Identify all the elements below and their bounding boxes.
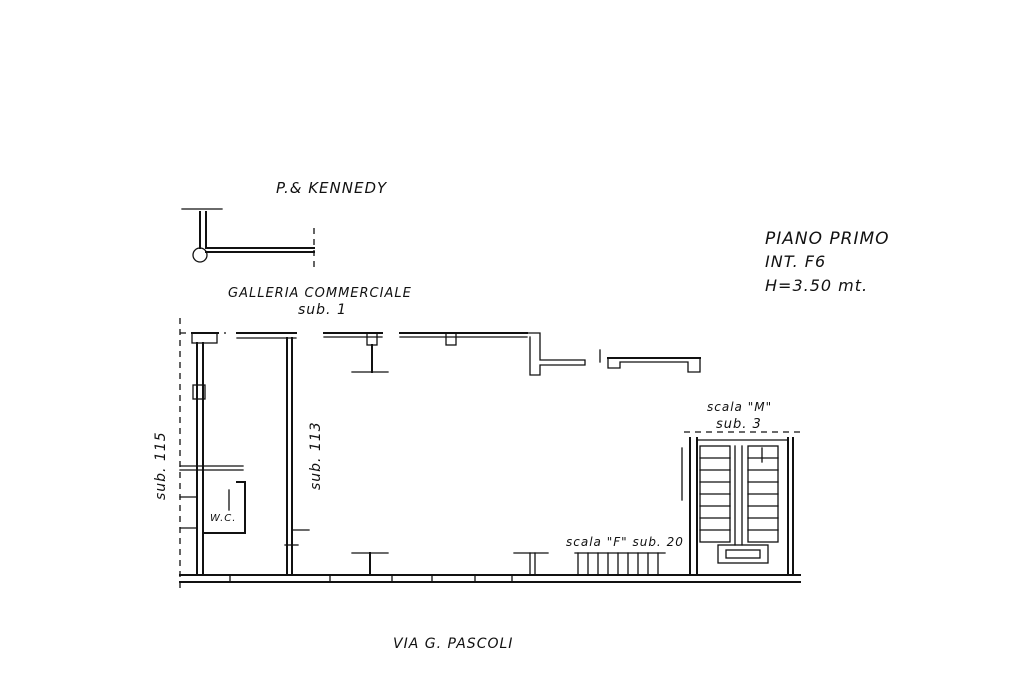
wc-label: W.C.	[210, 513, 236, 524]
stair-m-block	[681, 431, 800, 576]
title-floor: PIANO PRIMO	[765, 229, 890, 249]
street-bottom-label: VIA G. PASCOLI	[393, 636, 513, 652]
corner-fragment	[181, 208, 315, 270]
title-height: H=3.50 mt.	[765, 276, 868, 295]
street-top-label: P.& KENNEDY	[276, 179, 388, 197]
title-int: INT. F6	[765, 252, 826, 271]
stair-f-label: scala "F" sub. 20	[566, 535, 684, 549]
stair-m-sub-label: sub. 3	[716, 417, 762, 432]
stair-f-steps	[574, 552, 666, 576]
sub-115-label: sub. 115	[153, 431, 169, 500]
plan-top-wall	[180, 332, 701, 376]
stair-m-label: scala "M"	[707, 400, 772, 414]
plan-left-walls	[179, 318, 310, 590]
sub-113-label: sub. 113	[308, 421, 324, 490]
gallery-label: GALLERIA COMMERCIALE	[228, 286, 412, 301]
gallery-sub-label: sub. 1	[298, 302, 347, 318]
